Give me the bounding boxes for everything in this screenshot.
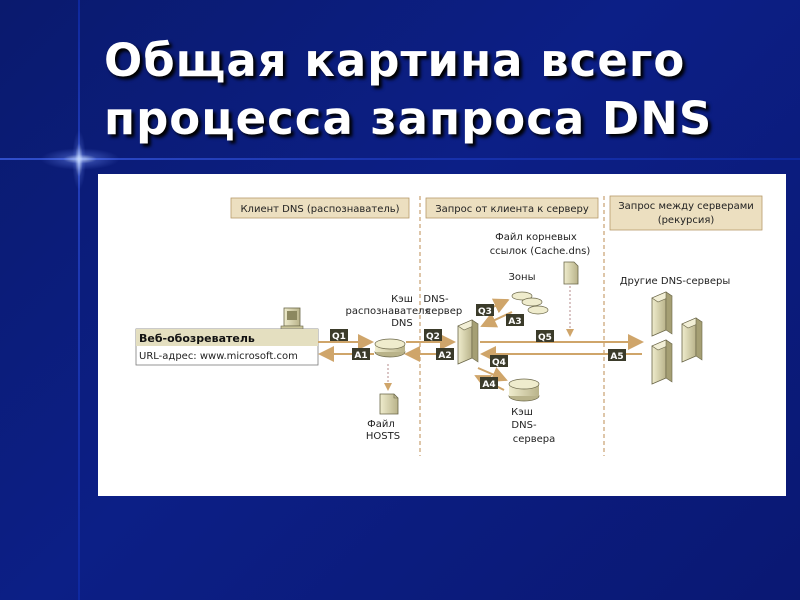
badge-a4: A4 — [480, 377, 498, 390]
badge-a5: A5 — [608, 349, 626, 362]
badge-q5: Q5 — [536, 330, 554, 343]
badge-q4-label: Q4 — [492, 358, 506, 368]
hosts-file-line-2: HOSTS — [366, 431, 400, 442]
zone-header-server-server-line-2: (рекурсия) — [658, 215, 715, 226]
badge-q1-label: Q1 — [332, 332, 346, 342]
zone-header-client-server-label: Запрос от клиента к серверу — [435, 204, 589, 215]
zones-label: Зоны — [509, 272, 536, 283]
zone-header-client: Клиент DNS (распознаватель) — [230, 197, 410, 219]
badge-a3-label: A3 — [508, 317, 521, 327]
server-cache-line-1: Кэш — [511, 407, 533, 418]
root-hints-line-1: Файл корневых — [495, 232, 577, 243]
badge-q3: Q3 — [476, 304, 494, 317]
resolver-cache-line-3: DNS — [391, 318, 413, 329]
badge-a5-label: A5 — [610, 352, 623, 362]
hosts-file-line-1: Файл — [367, 419, 395, 430]
root-hints-line-2: ссылок (Cache.dns) — [490, 246, 591, 257]
slide-title-line-2: процесса запроса DNS — [104, 92, 713, 145]
badge-a1: A1 — [352, 348, 370, 361]
dns-server-line-2: сервер — [426, 306, 462, 317]
slide-title-line-1: Общая картина всего — [104, 34, 686, 87]
arrow-q4 — [477, 367, 508, 382]
dns-server-line-1: DNS- — [423, 294, 449, 305]
decor-vertical-line — [78, 0, 80, 600]
other-dns-servers-label: Другие DNS-серверы — [620, 276, 731, 287]
server-cache-line-3: сервера — [513, 434, 556, 445]
web-browser-url: URL-адрес: www.microsoft.com — [139, 351, 298, 362]
server-cache-line-2: DNS- — [511, 420, 537, 431]
server-cache-icon — [508, 378, 540, 402]
badge-a1-label: A1 — [354, 351, 367, 361]
dns-query-diagram: Клиент DNS (распознаватель) Запрос от кл… — [135, 195, 763, 456]
badge-q4: Q4 — [490, 355, 508, 368]
badge-a4-label: A4 — [482, 380, 495, 390]
badge-q2-label: Q2 — [426, 332, 440, 342]
decor-light-flare-vertical — [72, 130, 86, 190]
badge-a3: A3 — [506, 314, 524, 327]
resolver-cache-line-1: Кэш — [391, 294, 413, 305]
other-server-icon-2 — [681, 317, 703, 363]
hosts-file-icon — [379, 393, 399, 415]
decor-horizontal-line — [0, 158, 800, 160]
zone-header-server-server: Запрос между серверами (рекурсия) — [609, 195, 763, 231]
slide-title: Общая картина всего процесса запроса DNS — [104, 32, 784, 148]
diagram-panel: Клиент DNS (распознаватель) Запрос от кл… — [98, 174, 786, 496]
resolver-cache-line-2: распознавателя — [345, 306, 430, 317]
zone-header-client-label: Клиент DNS (распознаватель) — [240, 204, 399, 215]
zones-database-icon — [511, 291, 549, 315]
badge-a2-label: A2 — [438, 351, 451, 361]
resolver-cache-icon — [374, 338, 406, 358]
workstation-icon — [280, 307, 304, 331]
badge-q1: Q1 — [330, 329, 348, 342]
other-server-icon-1 — [651, 291, 673, 337]
dns-server-icon — [457, 319, 479, 365]
zone-header-server-server-line-1: Запрос между серверами — [618, 201, 754, 212]
web-browser-title: Веб-обозреватель — [139, 332, 255, 345]
zone-header-client-server: Запрос от клиента к серверу — [425, 197, 599, 219]
badge-q3-label: Q3 — [478, 307, 492, 317]
badge-a2: A2 — [436, 348, 454, 361]
web-browser-box: Веб-обозреватель URL-адрес: www.microsof… — [135, 328, 319, 366]
root-hints-file-icon — [563, 261, 579, 285]
other-server-icon-3 — [651, 339, 673, 385]
badge-q5-label: Q5 — [538, 333, 552, 343]
badge-q2: Q2 — [424, 329, 442, 342]
